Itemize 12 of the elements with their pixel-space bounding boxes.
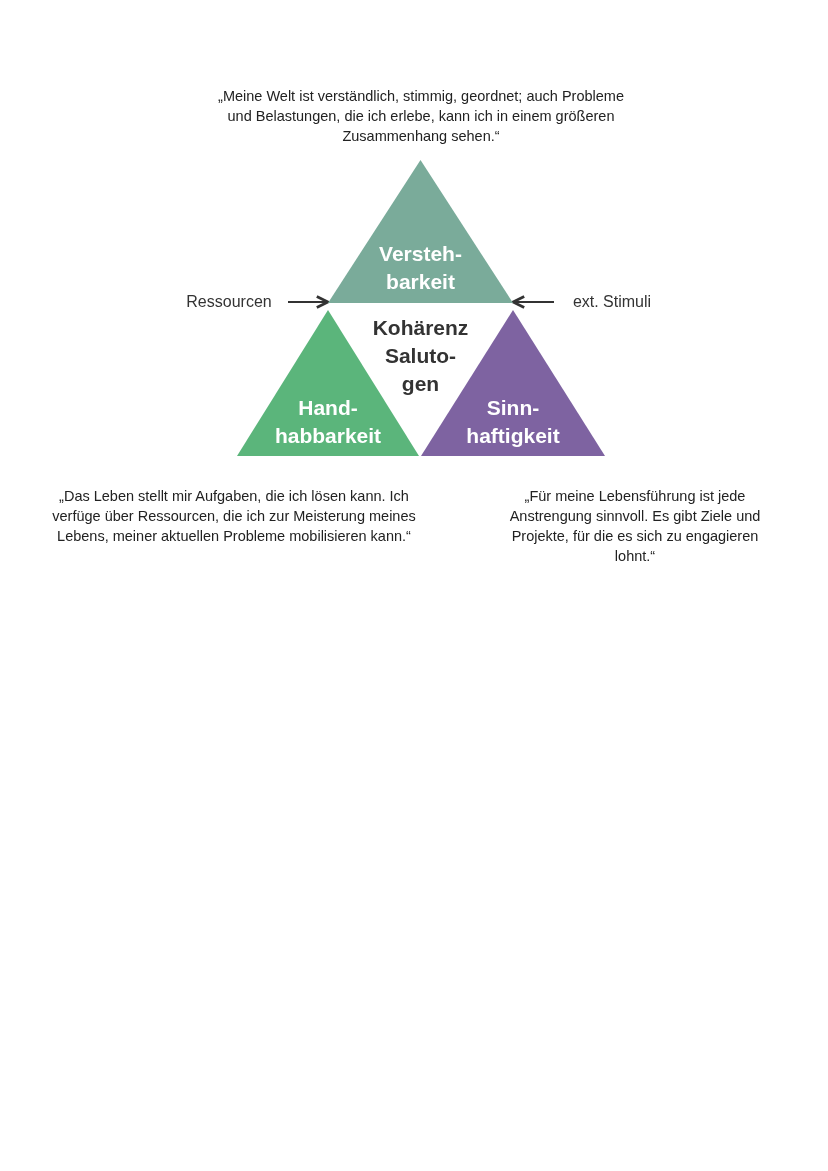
input-label: ext. Stimuli — [572, 293, 652, 311]
segment-label: Versteh- barkeit — [379, 241, 462, 295]
quote-text: „Das Leben stellt mir Aufgaben, die ich lösen kann. Ich verfüge über Ressourcen, die ich zur Meisterung meines Lebens, meiner aktuellen Probleme mobilisieren kann.“ — [51, 487, 417, 546]
center-label: Kohärenz — [372, 315, 469, 341]
input-label: Ressourcen — [186, 293, 272, 311]
arrow — [511, 295, 555, 309]
arrow — [287, 295, 330, 309]
quote-text: „Meine Welt ist verständlich, stimmig, geordnet; auch Probleme und Belastungen, die ich erlebe, kann ich in einem größeren Zusammenhang sehen.“ — [217, 87, 625, 146]
segment-label: Sinn- haftigkeit — [466, 395, 560, 449]
segment-label: Hand- habbarkeit — [274, 395, 382, 449]
quote-text: „Für meine Lebensführung ist jede Anstrengung sinnvoll. Es gibt Ziele und Projekte, für die es sich zu engagieren lohnt.“ — [508, 487, 762, 566]
center-label: Saluto- gen — [384, 343, 457, 397]
